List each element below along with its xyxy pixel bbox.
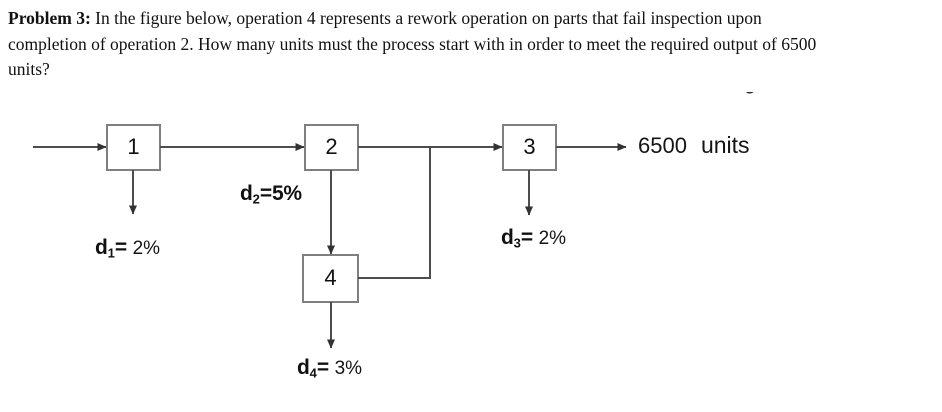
defect-d1-value: 2% [132,238,161,259]
defect-d4-subscript: 4 [309,365,317,381]
defect-d2-symbol: d [240,182,253,205]
clipped-glyph-artifact: g [744,92,762,100]
defect-label-d3: d3= 2% [501,226,566,251]
defect-d3-subscript: 3 [513,235,521,251]
defect-d1-symbol: d [95,236,108,259]
rework-return-path-op4-to-main-line [358,147,431,279]
defect-d4-value: 3% [334,358,363,379]
defect-label-d2: d2=5% [240,182,302,207]
defect-d3-equals: = [520,226,533,249]
problem-label: Problem 3: [8,8,91,28]
defect-label-d4: d4= 3% [297,356,362,381]
defect-d3-value: 2% [538,228,567,249]
operation-box-4-label: 4 [324,265,337,290]
defect-d2-value: 5% [271,182,302,205]
operation-box-3 [502,124,557,171]
output-quantity: 6500 [638,133,687,158]
problem-statement: Problem 3: In the figure below, operatio… [8,6,838,83]
defect-d2-equals: = [259,182,272,205]
defect-label-d1: d1= 2% [95,236,160,261]
operation-box-1-label: 1 [127,134,140,159]
operation-box-3-label: 3 [523,134,536,159]
defect-d1-subscript: 1 [107,245,115,261]
defect-d1-equals: = [114,236,127,259]
diagram-canvas [33,124,627,349]
defect-d3-symbol: d [501,226,514,249]
output-unit: units [700,132,750,158]
defect-d4-symbol: d [297,356,310,379]
output-quantity-label: 6500 units [638,132,750,159]
operation-box-2-label: 2 [325,134,338,159]
defect-d2-subscript: 2 [252,191,260,207]
problem-text: In the figure below, operation 4 represe… [8,8,817,79]
defect-d4-equals: = [316,356,329,379]
